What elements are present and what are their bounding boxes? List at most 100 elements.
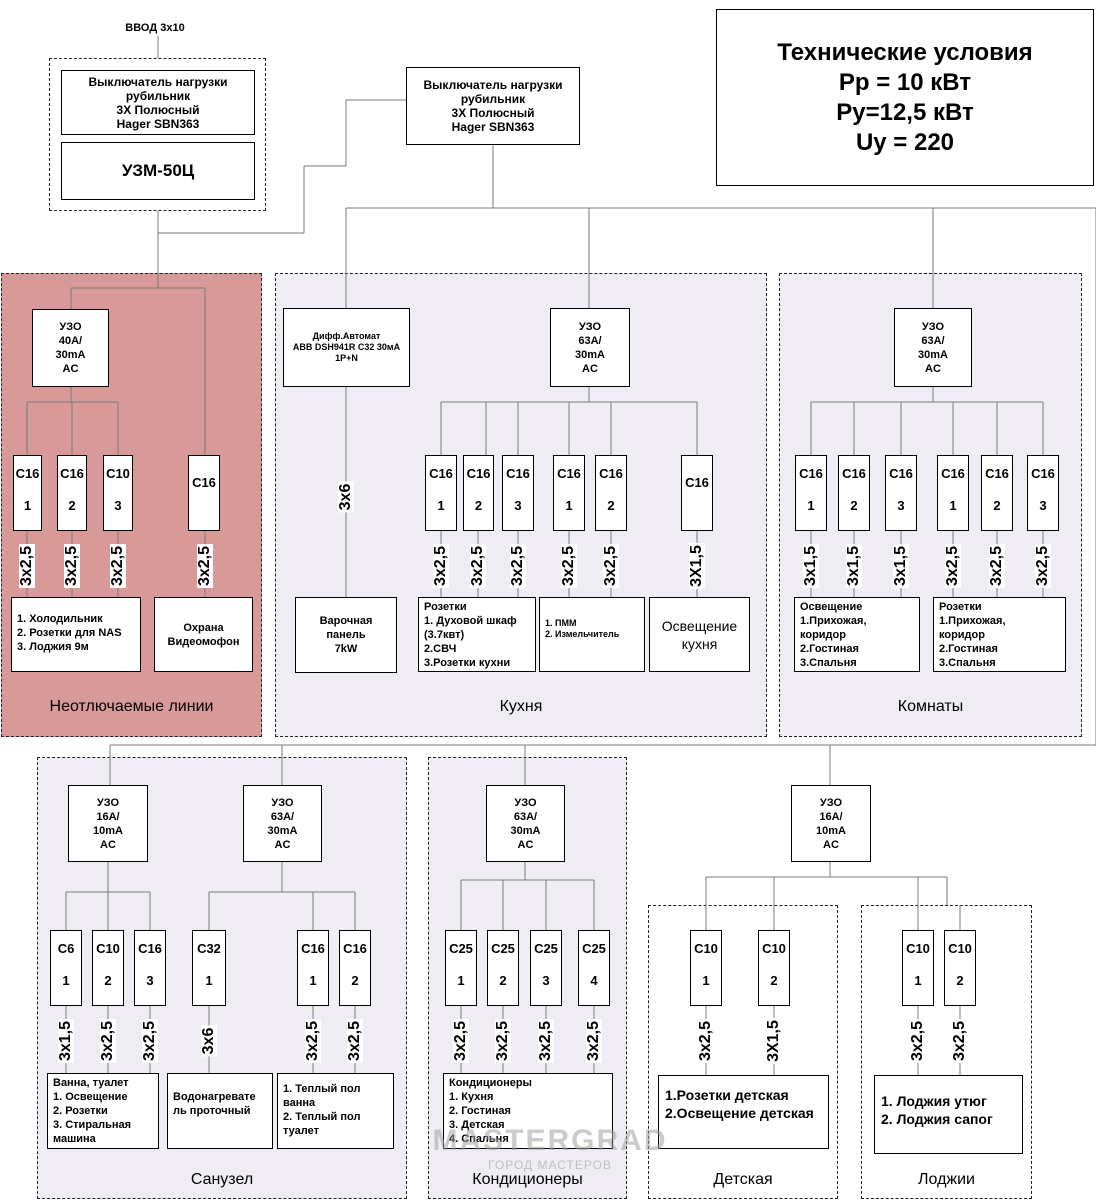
cable-label: 3х2,5: [558, 531, 580, 601]
diff-line2: ABB DSH941R C32 30мА: [292, 342, 401, 352]
intro-enclosure: [49, 58, 266, 211]
load-line: Освещение: [661, 617, 738, 634]
breaker-rating: C25: [491, 941, 515, 956]
breaker-number: 2: [499, 973, 507, 988]
load-line: ль проточный: [173, 1105, 251, 1117]
breaker-number: 1: [457, 973, 465, 988]
cable-text: 3х2,5: [560, 543, 577, 589]
load-line: 2. Лоджия сапог: [881, 1111, 993, 1127]
technical-conditions: Технические условия Рр = 10 кВт Ру=12,5 …: [716, 9, 1094, 186]
cable-text: 3х2,5: [346, 1018, 363, 1064]
cable-label: 3х2,5: [467, 531, 489, 601]
breaker-rating: C16: [429, 466, 453, 481]
breaker-rating: C10: [694, 941, 718, 956]
rcd-line: УЗО: [514, 796, 537, 809]
rcd-line: УЗО: [578, 320, 602, 333]
group-label: Санузел: [190, 1171, 254, 1188]
group-label: Кухня: [499, 698, 543, 715]
breaker-rating: C16: [301, 941, 325, 956]
cable-label: 3х2,5: [507, 531, 529, 601]
cable-text: 3х2,5: [951, 1018, 968, 1064]
cable-label: 3х2,5: [302, 1006, 324, 1076]
input-label: ВВОД 3х10: [125, 22, 185, 34]
cable-text: 3х2,5: [141, 1018, 158, 1064]
cable-text: 3х2,5: [196, 543, 213, 589]
breaker-rating: C16: [985, 466, 1009, 481]
breaker-rating: C16: [506, 466, 530, 481]
rcd-line: 30mA: [510, 824, 541, 837]
breaker: C16: [681, 455, 713, 531]
load-line: Видеомофон: [167, 635, 240, 648]
breaker-rating: C10: [96, 941, 120, 956]
cable-label: 3х2,5: [583, 1006, 605, 1076]
cable-text: 3х2,5: [602, 543, 619, 589]
breaker-rating: C10: [106, 466, 130, 481]
load-line: 3.Розетки кухни: [424, 657, 511, 669]
cable-text: 3х6: [337, 481, 354, 513]
breaker-number: 1: [565, 498, 573, 513]
breaker-rating: C25: [534, 941, 558, 956]
watermark-subtitle: ГОРОД МАСТЕРОВ: [488, 1158, 612, 1172]
rcd-line: 40А/: [58, 335, 83, 347]
cable-text: 3х2,5: [109, 543, 126, 589]
breaker-number: 1: [23, 498, 32, 513]
cable-label: 3х2,5: [194, 531, 216, 601]
breaker: C10 1: [690, 930, 722, 1006]
cable-label: 3х2,5: [949, 1006, 971, 1076]
cable-label: 3х2,5: [492, 1006, 514, 1076]
breaker-number: 1: [949, 498, 957, 513]
breaker-rating: C16: [685, 475, 709, 490]
main-switch-2-line2: рубильник: [460, 92, 526, 106]
breaker-number: 2: [993, 498, 1001, 513]
breaker-rating: C25: [449, 941, 473, 956]
breaker-number: 2: [474, 498, 483, 513]
breaker-number: 3: [146, 973, 154, 988]
tech-power-rated: Рр = 10 кВт: [838, 68, 972, 96]
load-line: 1. Холодильник: [17, 613, 103, 625]
main-switch-2-line4: Hager SBN363: [451, 120, 535, 134]
cable-label: 3х2,5: [942, 531, 964, 601]
rcd-line: AC: [62, 363, 79, 375]
breaker-rating: C16: [557, 466, 581, 481]
load-line: коридор: [939, 629, 985, 641]
cable-text: 3х1,5: [802, 543, 819, 589]
rcd-line: УЗО: [59, 321, 82, 333]
cable-label: 3х2,5: [97, 1006, 119, 1076]
cable-text: 3х2,5: [99, 1018, 116, 1064]
load-line: Водонагревате: [173, 1091, 256, 1103]
cable-text: 3х2,5: [432, 543, 449, 589]
load-line: ванна: [283, 1097, 316, 1109]
cable-label: 3х1,5: [890, 531, 912, 601]
rcd-line: AC: [582, 362, 598, 375]
breaker-number: 3: [897, 498, 905, 513]
load-line: 2. Теплый пол: [283, 1111, 361, 1123]
breaker-number: 2: [850, 498, 858, 513]
breaker-rating: C16: [60, 466, 84, 481]
load-water-heater: Водонагревате ль проточный: [167, 1073, 273, 1149]
breaker-number: 1: [702, 973, 710, 988]
breaker-number: 4: [590, 973, 598, 988]
cable-text: 3х2,5: [18, 543, 35, 589]
diff-line1: Дифф.Автомат: [312, 331, 381, 341]
load-line: 1.Прихожая,: [939, 615, 1006, 627]
cable-text: 3х2,5: [988, 543, 1005, 589]
breaker-number: 1: [437, 498, 445, 513]
